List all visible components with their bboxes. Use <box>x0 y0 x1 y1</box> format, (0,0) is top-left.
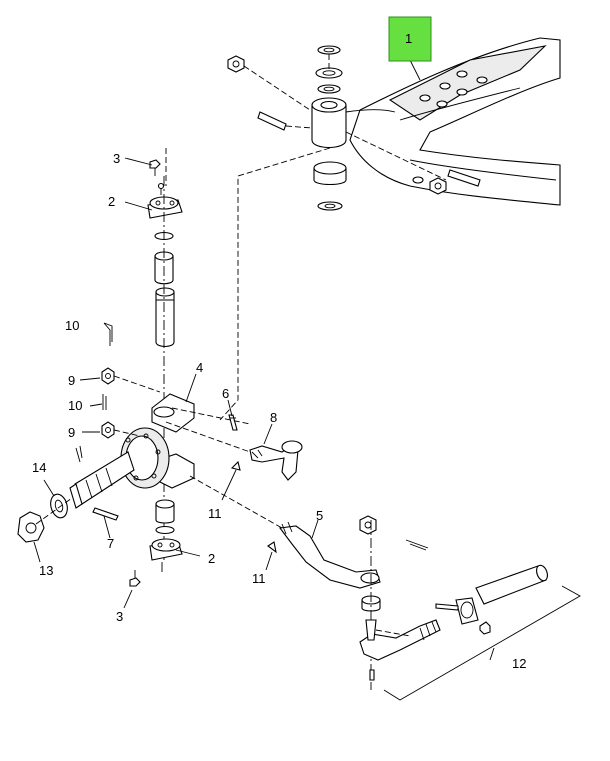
callout-leaders <box>33 53 495 661</box>
callout-9-upper[interactable]: 9 <box>68 373 75 388</box>
lower-bushing[interactable] <box>155 499 175 524</box>
cap-bolt-upper[interactable] <box>149 159 161 176</box>
highlight-box <box>388 16 432 62</box>
spindle-washer[interactable] <box>48 492 70 519</box>
callout-1-highlight[interactable]: 1 <box>388 16 432 62</box>
axle-nut-left[interactable] <box>227 55 311 111</box>
draw-key-left[interactable] <box>257 111 313 131</box>
callout-13[interactable]: 13 <box>39 563 53 578</box>
tie-rod-clamp[interactable] <box>435 597 491 635</box>
tie-rod-cotter-pin[interactable] <box>405 539 429 551</box>
tie-rod-end[interactable] <box>359 619 441 661</box>
callout-2-lower[interactable]: 2 <box>208 551 215 566</box>
callout-2-upper[interactable]: 2 <box>108 194 115 209</box>
callout-3-upper[interactable]: 3 <box>113 151 120 166</box>
callout-5[interactable]: 5 <box>316 508 323 523</box>
nut-lower-left[interactable] <box>101 421 141 439</box>
callout-14[interactable]: 14 <box>32 460 46 475</box>
upper-cap-assembly[interactable] <box>147 182 183 219</box>
callout-10-upper[interactable]: 10 <box>65 318 79 333</box>
assembly-guide-lines <box>165 54 411 637</box>
axle-beam[interactable] <box>311 37 561 206</box>
steering-knuckle[interactable] <box>69 393 195 509</box>
lower-seal[interactable] <box>155 525 175 535</box>
callout-1: 1 <box>405 31 412 46</box>
callout-11-upper[interactable]: 11 <box>208 506 222 521</box>
steering-arm[interactable] <box>249 440 303 481</box>
tie-rod-arm-castle-nut[interactable] <box>359 515 377 535</box>
tie-rod-arm-bolt[interactable] <box>228 414 238 431</box>
callout-11-lower[interactable]: 11 <box>252 571 266 586</box>
draw-key-right[interactable] <box>345 131 481 195</box>
nut-upper-left[interactable] <box>101 367 161 393</box>
callout-12[interactable]: 12 <box>512 656 526 671</box>
tie-rod-cotter-pin-left[interactable] <box>92 507 119 521</box>
spindle-castle-nut[interactable] <box>17 511 45 543</box>
cotter-pin-upper[interactable] <box>103 322 113 346</box>
upper-thrust-washers[interactable] <box>315 45 343 94</box>
cap-bolt-lower[interactable] <box>129 570 141 587</box>
grease-fitting-1[interactable] <box>230 460 241 471</box>
lower-cap-assembly[interactable] <box>149 538 183 572</box>
grease-fitting-2[interactable] <box>267 541 277 554</box>
callout-4[interactable]: 4 <box>196 360 203 375</box>
callout-8[interactable]: 8 <box>270 410 277 425</box>
king-pin[interactable] <box>155 287 175 348</box>
tie-rod-tube[interactable] <box>475 564 549 605</box>
cotter-pin-small[interactable] <box>75 445 83 463</box>
tie-rod-end-fitting[interactable] <box>369 669 375 681</box>
cotter-pin-lower[interactable] <box>102 394 107 410</box>
lower-thrust-bearing[interactable] <box>313 161 347 211</box>
spindle-axis-line <box>35 497 73 525</box>
callout-3-lower[interactable]: 3 <box>116 609 123 624</box>
tie-rod-assembly-bracket <box>383 585 581 701</box>
callout-6[interactable]: 6 <box>222 386 229 401</box>
tie-rod-arm[interactable] <box>278 521 381 589</box>
callout-7[interactable]: 7 <box>107 536 114 551</box>
callout-9-lower[interactable]: 9 <box>68 425 75 440</box>
callout-10-lower[interactable]: 10 <box>68 398 82 413</box>
